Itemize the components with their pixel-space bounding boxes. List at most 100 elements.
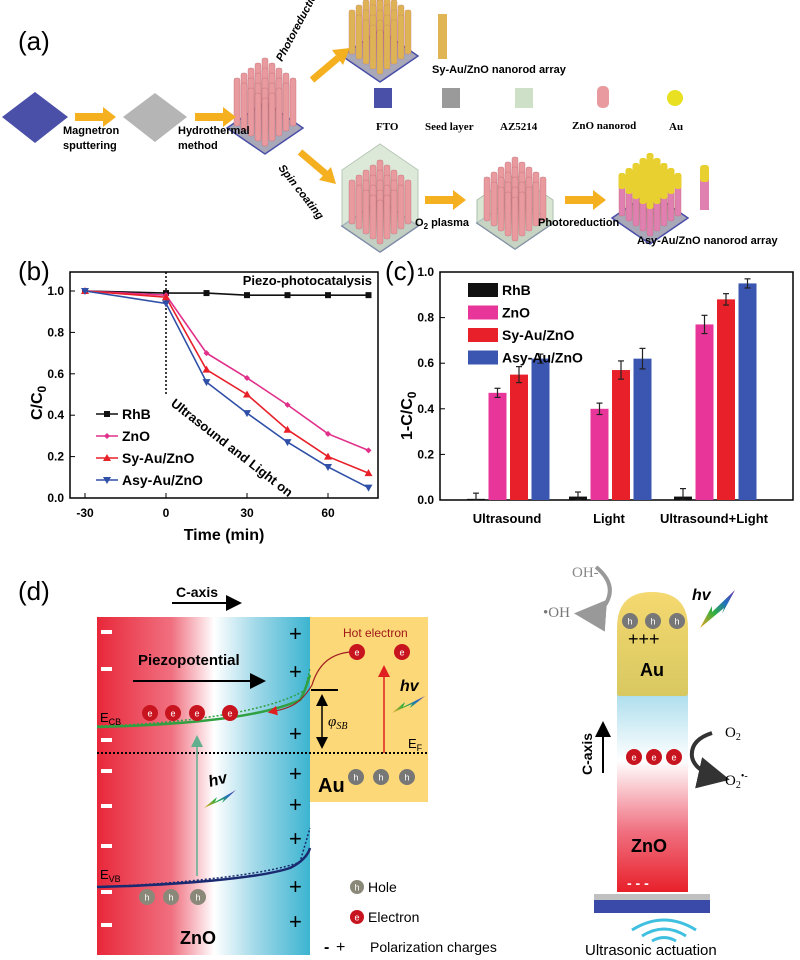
electron-icon [646, 749, 662, 765]
carrier-symbol: e [651, 753, 656, 763]
hole-icon [373, 769, 389, 785]
data-point [244, 374, 250, 381]
nanorod [404, 179, 412, 225]
sy-au-zno-array [340, 0, 420, 83]
electron-icon [189, 705, 205, 721]
au-nanoparticles [405, 10, 411, 54]
nanorod [355, 184, 363, 230]
data-point [364, 484, 373, 492]
oh-oxidation-arrow [574, 565, 612, 632]
bar-sy-au-zno [612, 370, 630, 500]
hot-electron-label: Hot electron [343, 626, 408, 640]
negative-charge [101, 804, 112, 808]
y-tick-label: 1.0 [47, 284, 64, 298]
asy-single-rod [700, 165, 709, 210]
legend-hole-label: Hole [368, 879, 397, 895]
seed-plate [594, 894, 710, 900]
electron: e [349, 644, 365, 660]
carrier-symbol: e [399, 648, 404, 658]
au-coating [653, 188, 661, 204]
data-point [284, 401, 291, 408]
data-point [325, 292, 331, 299]
legend-swatch [468, 283, 498, 297]
plot-frame [69, 271, 379, 499]
process-arrow-up [309, 48, 350, 83]
c-axis-label: C-axis [176, 584, 218, 600]
hole: h [669, 613, 685, 629]
legend-zno-label: ZnO nanorod [572, 120, 636, 132]
nanorod [397, 184, 405, 230]
o2-reduction-arrow [689, 731, 730, 789]
rod-minus-charges: - - - [627, 875, 649, 891]
y-tick-label: 0.8 [417, 311, 434, 325]
carrier-symbol: e [671, 753, 676, 763]
o2-plasma-label: O2 plasma [415, 217, 470, 231]
y-tick-label: 0.0 [47, 491, 64, 505]
panel-label-b: (b) [18, 256, 50, 286]
legend-electron-label: Electron [368, 909, 419, 925]
hole-icon [622, 613, 638, 629]
y-tick-label: 0.6 [417, 356, 434, 370]
legend-swatch [468, 350, 498, 365]
hole-icon [669, 613, 685, 629]
panel-label-c: (c) [385, 256, 415, 286]
nanorod [247, 87, 255, 137]
nanorod [348, 9, 356, 55]
process-arrow [75, 107, 116, 127]
x-tick-label: 60 [321, 506, 335, 520]
legend-fto-label: FTO [376, 121, 399, 133]
hole: h [190, 889, 206, 905]
process-arrow-down [297, 149, 336, 184]
au-nanoparticles [356, 15, 362, 59]
hv-label-zno: hv [207, 769, 230, 791]
carrier-symbol: h [168, 893, 173, 903]
legend-fto-icon [374, 88, 392, 108]
nanorod [397, 14, 405, 60]
electron-icon [350, 910, 364, 924]
materials-legend: FTO Seed layer AZ5214 ZnO nanorod Au [374, 86, 683, 133]
negative-charge [101, 738, 112, 742]
sy-array-label: Sy-Au/ZnO nanorod array [432, 64, 567, 76]
data-point [81, 288, 89, 295]
positive-charge: + [289, 792, 302, 817]
legend-label: ZnO [502, 305, 530, 321]
step2-line2: method [178, 140, 218, 152]
data-point [162, 300, 170, 308]
y-axis-label: C/C0 [29, 385, 49, 420]
hole-icon [139, 889, 155, 905]
nanorod [490, 181, 498, 227]
light-bolt-icon [700, 590, 735, 628]
hole: h [163, 889, 179, 905]
plasma-etched-array [475, 156, 555, 250]
nanorod [376, 29, 384, 75]
hole: h [348, 769, 364, 785]
data-point [103, 477, 111, 484]
x-tick-label: 30 [240, 506, 254, 520]
bar-asy-au-zno [531, 358, 550, 500]
nanorod [390, 189, 398, 235]
negative-charge [101, 890, 112, 894]
carrier-symbol: h [378, 773, 383, 783]
nanorod [383, 24, 391, 70]
nanorod [504, 191, 512, 237]
hole: h [622, 613, 638, 629]
valence-band-dotted [96, 827, 311, 888]
ultrasonic-actuation-label: Ultrasonic actuation [585, 942, 717, 959]
carrier-symbol: h [353, 773, 358, 783]
zno-label: ZnO [180, 928, 216, 948]
data-point [243, 390, 251, 398]
ecb-label: ECB [100, 710, 121, 727]
sy-single-rod [438, 14, 447, 59]
carrier-symbol: h [195, 893, 200, 903]
bar-zno [590, 408, 609, 500]
legend-seed-label: Seed layer [425, 121, 474, 133]
legend-label: Asy-Au/ZnO [122, 472, 203, 488]
electron: e [394, 644, 410, 660]
panel-label-a: (a) [18, 26, 50, 56]
au-nanoparticles [370, 25, 376, 69]
hv-label-au: hv [400, 678, 420, 695]
electron: e [626, 749, 642, 765]
nanorod [383, 194, 391, 240]
carrier-symbol: h [404, 773, 409, 783]
